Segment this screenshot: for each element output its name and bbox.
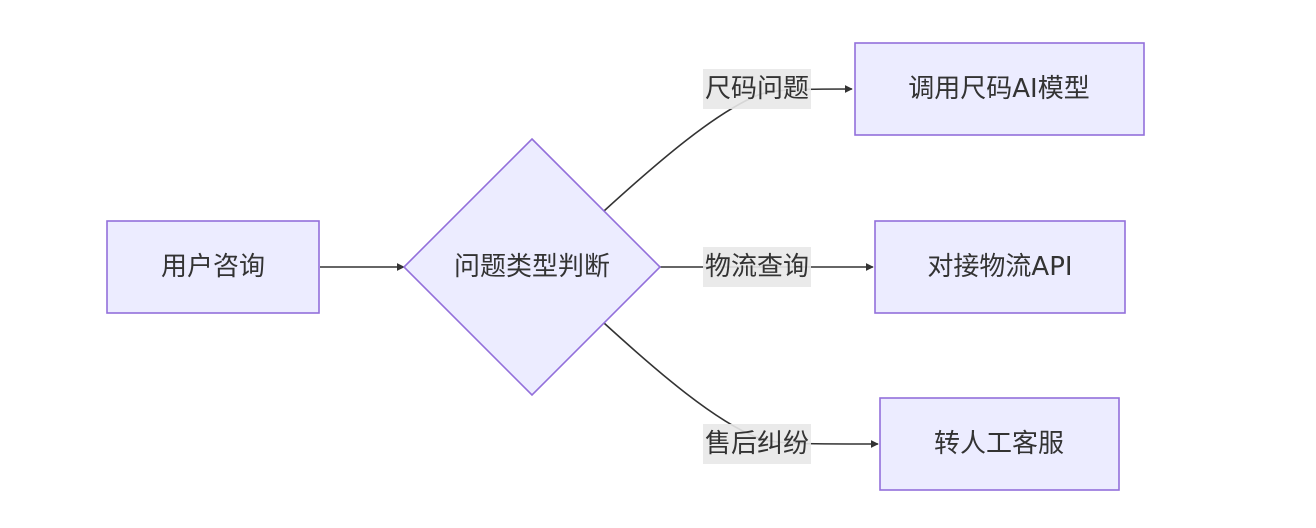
node-user-inquiry[interactable]: 用户咨询 (106, 220, 320, 314)
nodes: 用户咨询 问题类型判断 调用尺码AI模型 对接物流API 转人工客服 (106, 42, 1145, 491)
node-question-type-decision[interactable]: 问题类型判断 (402, 137, 662, 397)
edge-labels: 尺码问题 物流查询 售后纠纷 (703, 69, 811, 464)
edge-label-logistics-query-text: 物流查询 (705, 252, 809, 282)
node-size-ai-model[interactable]: 调用尺码AI模型 (854, 42, 1145, 136)
node-human-service-label: 转人工客服 (934, 429, 1064, 459)
edge-label-logistics-query: 物流查询 (703, 247, 811, 287)
edge-label-after-sales-text: 售后纠纷 (705, 429, 809, 459)
node-question-type-label: 问题类型判断 (454, 252, 610, 282)
node-logistics-api-label: 对接物流API (927, 252, 1072, 282)
node-logistics-api[interactable]: 对接物流API (874, 220, 1126, 314)
edge-label-size-issue-text: 尺码问题 (705, 74, 809, 104)
node-user-inquiry-label: 用户咨询 (161, 252, 265, 282)
node-human-service[interactable]: 转人工客服 (879, 397, 1120, 491)
node-size-ai-model-label: 调用尺码AI模型 (908, 74, 1089, 104)
edge-label-after-sales: 售后纠纷 (703, 424, 811, 464)
edge-label-size-issue: 尺码问题 (703, 69, 811, 109)
